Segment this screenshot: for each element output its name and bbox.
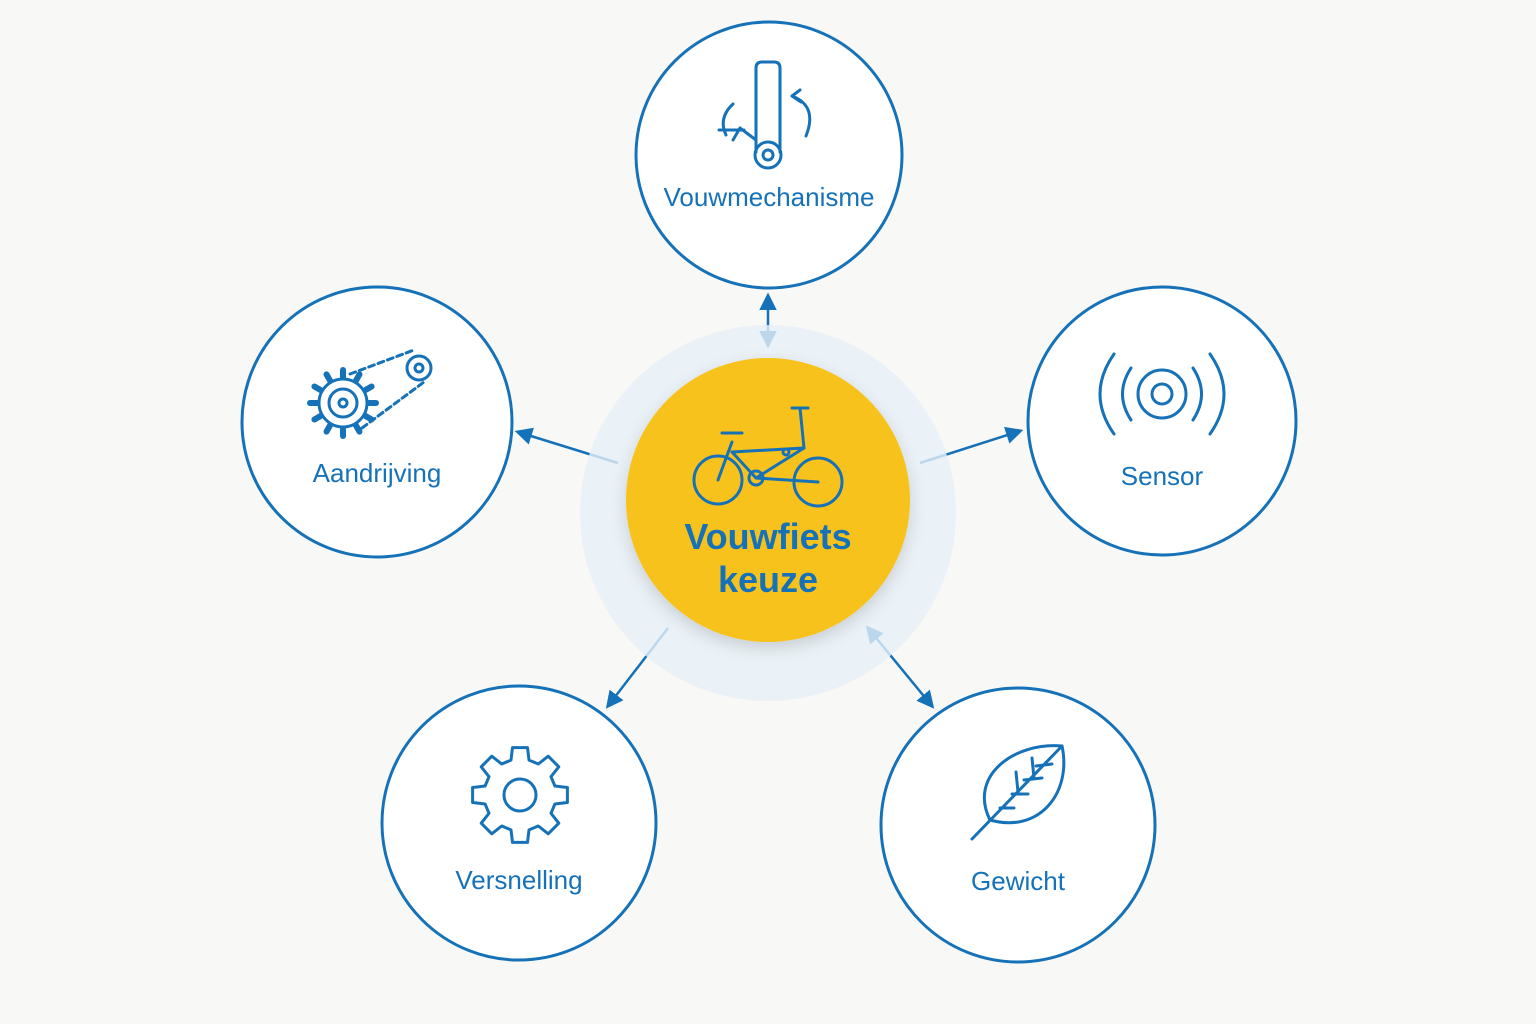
node-gewicht-label: Gewicht <box>971 866 1066 896</box>
node-sensor[interactable]: Sensor <box>1026 285 1298 557</box>
node-versnelling[interactable]: Versnelling <box>380 684 658 962</box>
folding-bike-icon <box>692 406 844 508</box>
gear-hub <box>502 777 538 813</box>
center-title-line1: Vouwfiets <box>684 516 851 557</box>
node-versnelling-circle <box>380 684 658 962</box>
chainring-tooth <box>353 371 363 384</box>
folding-hinge-icon <box>717 60 812 170</box>
chainring-tooth <box>311 383 324 393</box>
chainring-tooth <box>353 422 363 435</box>
center-node[interactable]: Vouwfiets keuze <box>580 325 956 701</box>
node-aandrijving-label: Aandrijving <box>313 458 442 488</box>
node-sensor-circle <box>1026 285 1298 557</box>
node-vouwmechanisme-label: Vouwmechanisme <box>664 182 875 212</box>
node-vouwmechanisme[interactable]: Vouwmechanisme <box>634 20 904 290</box>
node-vouwmechanisme-circle <box>634 20 904 290</box>
feather-icon <box>970 744 1066 841</box>
gear-outline <box>471 746 569 844</box>
node-gewicht[interactable]: Gewicht <box>879 686 1157 964</box>
gear-icon <box>471 746 569 844</box>
node-aandrijving-circle <box>240 285 514 559</box>
chain-drive-icon <box>307 348 433 439</box>
node-versnelling-label: Versnelling <box>455 865 582 895</box>
chainring-tooth <box>362 383 375 393</box>
node-sensor-label: Sensor <box>1121 461 1204 491</box>
node-gewicht-circle <box>879 686 1157 964</box>
chainring-tooth <box>323 371 333 384</box>
center-title-line2: keuze <box>718 559 818 600</box>
center-circle <box>626 358 910 642</box>
node-aandrijving[interactable]: Aandrijving <box>240 285 514 559</box>
sensor-waves-icon <box>1098 352 1226 436</box>
chainring-tooth <box>362 413 375 423</box>
chainring-tooth <box>311 413 324 423</box>
chainring-tooth <box>323 422 333 435</box>
